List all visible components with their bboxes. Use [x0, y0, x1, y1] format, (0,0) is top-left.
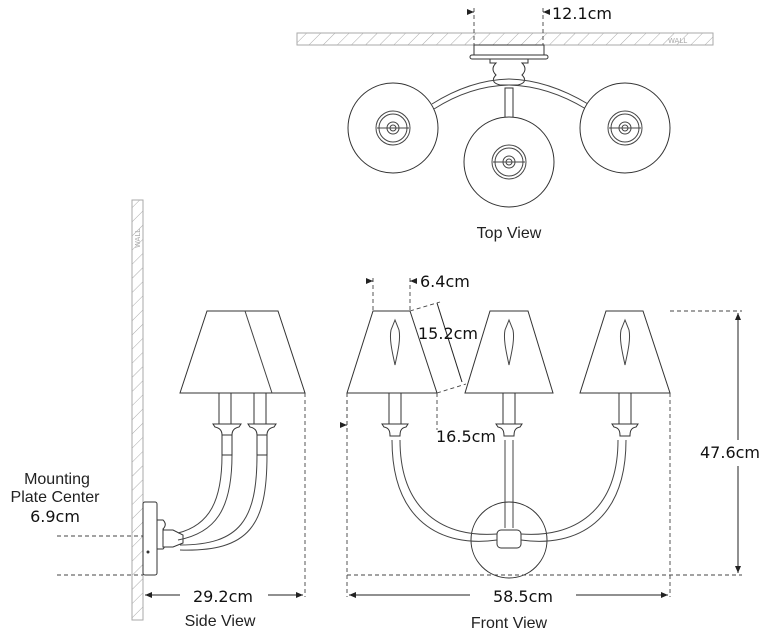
- shade-top-dimension-label: 6.4cm: [420, 272, 470, 291]
- height-dimension-label: 47.6cm: [700, 443, 760, 462]
- width-dimension-label: 58.5cm: [493, 587, 553, 606]
- wall-label-side: WALL: [134, 229, 142, 248]
- side-view-title: Side View: [185, 613, 256, 630]
- mounting-value-label: 6.9cm: [30, 507, 80, 526]
- front-view: 6.4cm 15.2cm 16.5cm 47.6cm 58.5cm Front …: [340, 272, 760, 632]
- wall-hatch: [296, 32, 714, 46]
- front-arm-right: [579, 310, 671, 437]
- projection-dimension-label: 29.2cm: [193, 587, 253, 606]
- wall-hatch-side: [131, 199, 144, 621]
- wall-label: WALL: [668, 37, 687, 45]
- front-arm-center: [464, 310, 554, 437]
- front-arm-left: [346, 310, 438, 437]
- shade-center-top: [463, 116, 555, 208]
- mounting-plate: [473, 44, 545, 56]
- shade-bottom-dimension-label: 16.5cm: [436, 427, 496, 446]
- side-view: WALL 29.2cm Mounting Plate Center 6.9cm …: [11, 199, 306, 630]
- top-view: WALL 12.1cm Top View: [296, 4, 714, 242]
- front-view-title: Front View: [471, 615, 548, 632]
- shade-left-top: [347, 82, 439, 174]
- mounting-label-line2: Plate Center: [11, 489, 101, 506]
- mounting-label-line1: Mounting: [24, 471, 90, 488]
- side-mounting-plate: [142, 501, 158, 576]
- shade-height-dimension-label: 15.2cm: [418, 324, 478, 343]
- depth-dimension-label: 12.1cm: [552, 4, 612, 23]
- side-shade: [179, 310, 306, 394]
- top-view-title: Top View: [477, 225, 542, 242]
- shade-right-top: [579, 82, 671, 174]
